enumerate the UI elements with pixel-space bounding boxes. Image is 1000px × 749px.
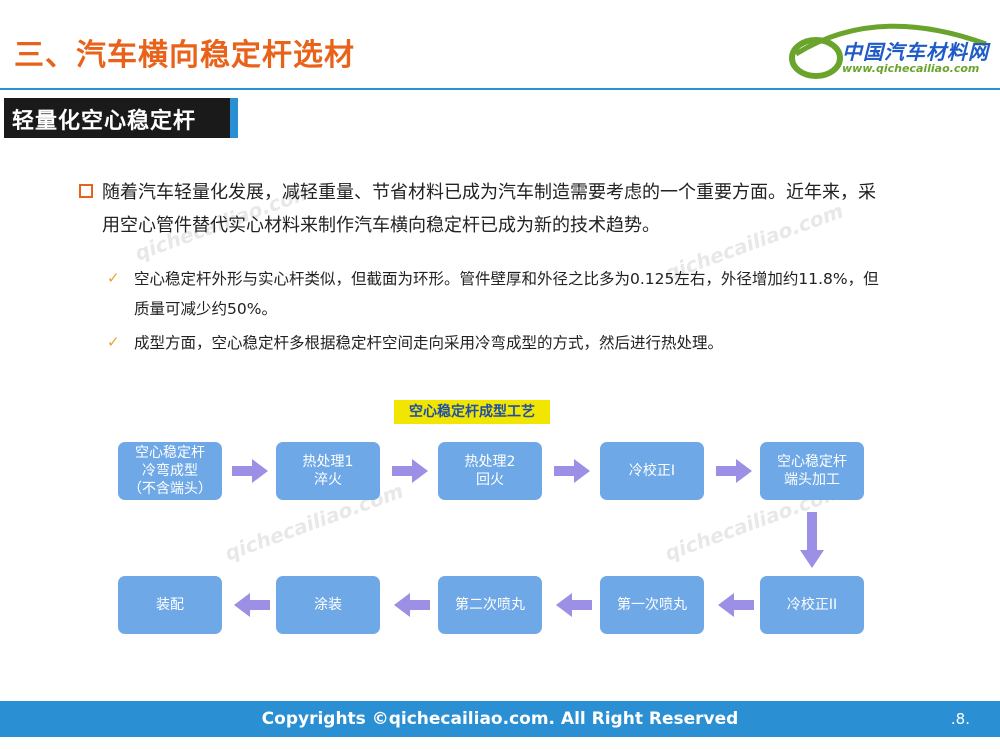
main-bullet-text: 随着汽车轻量化发展，减轻重量、节省材料已成为汽车制造需要考虑的一个重要方面。近年… xyxy=(102,182,876,236)
arrow-right-icon xyxy=(716,459,752,483)
arrow-right-icon xyxy=(232,459,268,483)
arrow-right-icon xyxy=(392,459,428,483)
arrow-left-icon xyxy=(556,593,592,617)
logo-swoosh-icon xyxy=(789,23,987,79)
flow-step-assembly: 装配 xyxy=(118,576,222,634)
copyright-text: Copyrights ©qichecailiao.com. All Right … xyxy=(261,709,739,729)
sub-bullet-text: 成型方面，空心稳定杆多根据稳定杆空间走向采用冷弯成型的方式，然后进行热处理。 xyxy=(134,334,724,352)
page-number: .8. xyxy=(950,710,970,728)
checkmark-icon: ✓ xyxy=(107,333,120,351)
flow-step-cold-straightening-1: 冷校正I xyxy=(600,442,704,500)
flow-step-cold-bending: 空心稳定杆 冷弯成型 （不含端头） xyxy=(118,442,222,500)
square-bullet-icon xyxy=(79,184,93,198)
logo-name: 中国汽车材料网 xyxy=(842,40,989,64)
page-title: 三、汽车横向稳定杆选材 xyxy=(14,38,355,73)
arrow-down-icon xyxy=(800,512,824,568)
flow-step-second-shot-peening: 第二次喷丸 xyxy=(438,576,542,634)
checkmark-icon: ✓ xyxy=(107,269,120,287)
section-header: 轻量化空心稳定杆 xyxy=(4,98,238,138)
flow-step-end-machining: 空心稳定杆 端头加工 xyxy=(760,442,864,500)
arrow-left-icon xyxy=(394,593,430,617)
arrow-left-icon xyxy=(234,593,270,617)
flow-step-cold-straightening-2: 冷校正II xyxy=(760,576,864,634)
arrow-left-icon xyxy=(718,593,754,617)
flow-step-quenching: 热处理1 淬火 xyxy=(276,442,380,500)
logo-url: www.qichecailiao.com xyxy=(842,62,980,75)
sub-bullet-text: 空心稳定杆外形与实心杆类似，但截面为环形。管件壁厚和外径之比多为0.125左右，… xyxy=(134,270,879,318)
site-logo: 中国汽车材料网 www.qichecailiao.com xyxy=(786,14,996,84)
flow-step-coating: 涂装 xyxy=(276,576,380,634)
header-divider xyxy=(0,88,1000,90)
section-title: 轻量化空心稳定杆 xyxy=(12,109,197,134)
footer-bar: Copyrights ©qichecailiao.com. All Right … xyxy=(0,701,1000,737)
flow-step-first-shot-peening: 第一次喷丸 xyxy=(600,576,704,634)
flowchart-title: 空心稳定杆成型工艺 xyxy=(394,400,550,424)
arrow-right-icon xyxy=(554,459,590,483)
flow-step-tempering: 热处理2 回火 xyxy=(438,442,542,500)
